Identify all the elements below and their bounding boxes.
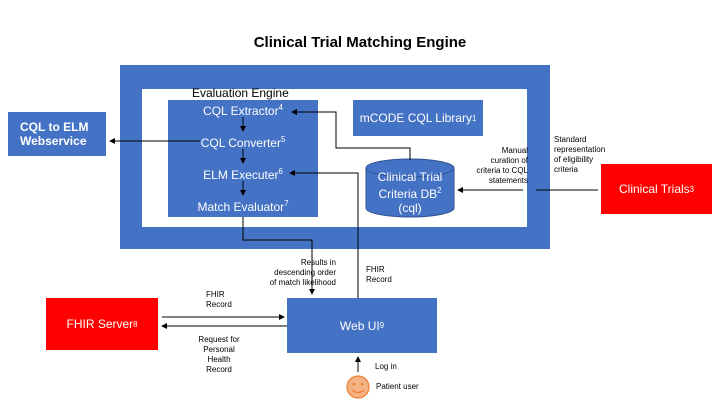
db-to-extractor-arrow [291,109,411,160]
results-note: Results in descending order of match lik… [269,258,336,287]
patient-user-label: Patient user [376,382,419,391]
cql-converter-label: CQL Converter5 [200,135,286,150]
webui-to-executer-arrow [289,170,359,298]
criteria-db-label: Clinical Trial Criteria DB2 (cql) [377,170,443,215]
patient-user-icon [346,375,370,399]
standard-representation-note: Standard representation of eligibility c… [554,135,606,174]
fhir-record-note-left: FHIR Record [206,290,232,309]
fhir-record-note-right: FHIR Record [366,265,392,284]
cql-to-elm-webservice-box: CQL to ELM Webservice [8,112,106,156]
manual-curation-note: Manual curation of criteria to CQL state… [476,146,528,185]
login-note: Log in [375,362,397,371]
evaluator-to-webui-arrow [242,217,315,295]
criteria-db-cylinder [365,158,455,218]
match-evaluator-label: Match Evaluator7 [197,199,289,214]
elm-executer-label: ELM Executer6 [203,167,283,182]
cql-extractor-label: CQL Extractor4 [203,103,283,118]
evaluation-engine-label: Evaluation Engine [192,86,289,100]
page-title: Clinical Trial Matching Engine [253,34,467,51]
request-phr-note: Request for Personal Health Record [198,335,240,374]
